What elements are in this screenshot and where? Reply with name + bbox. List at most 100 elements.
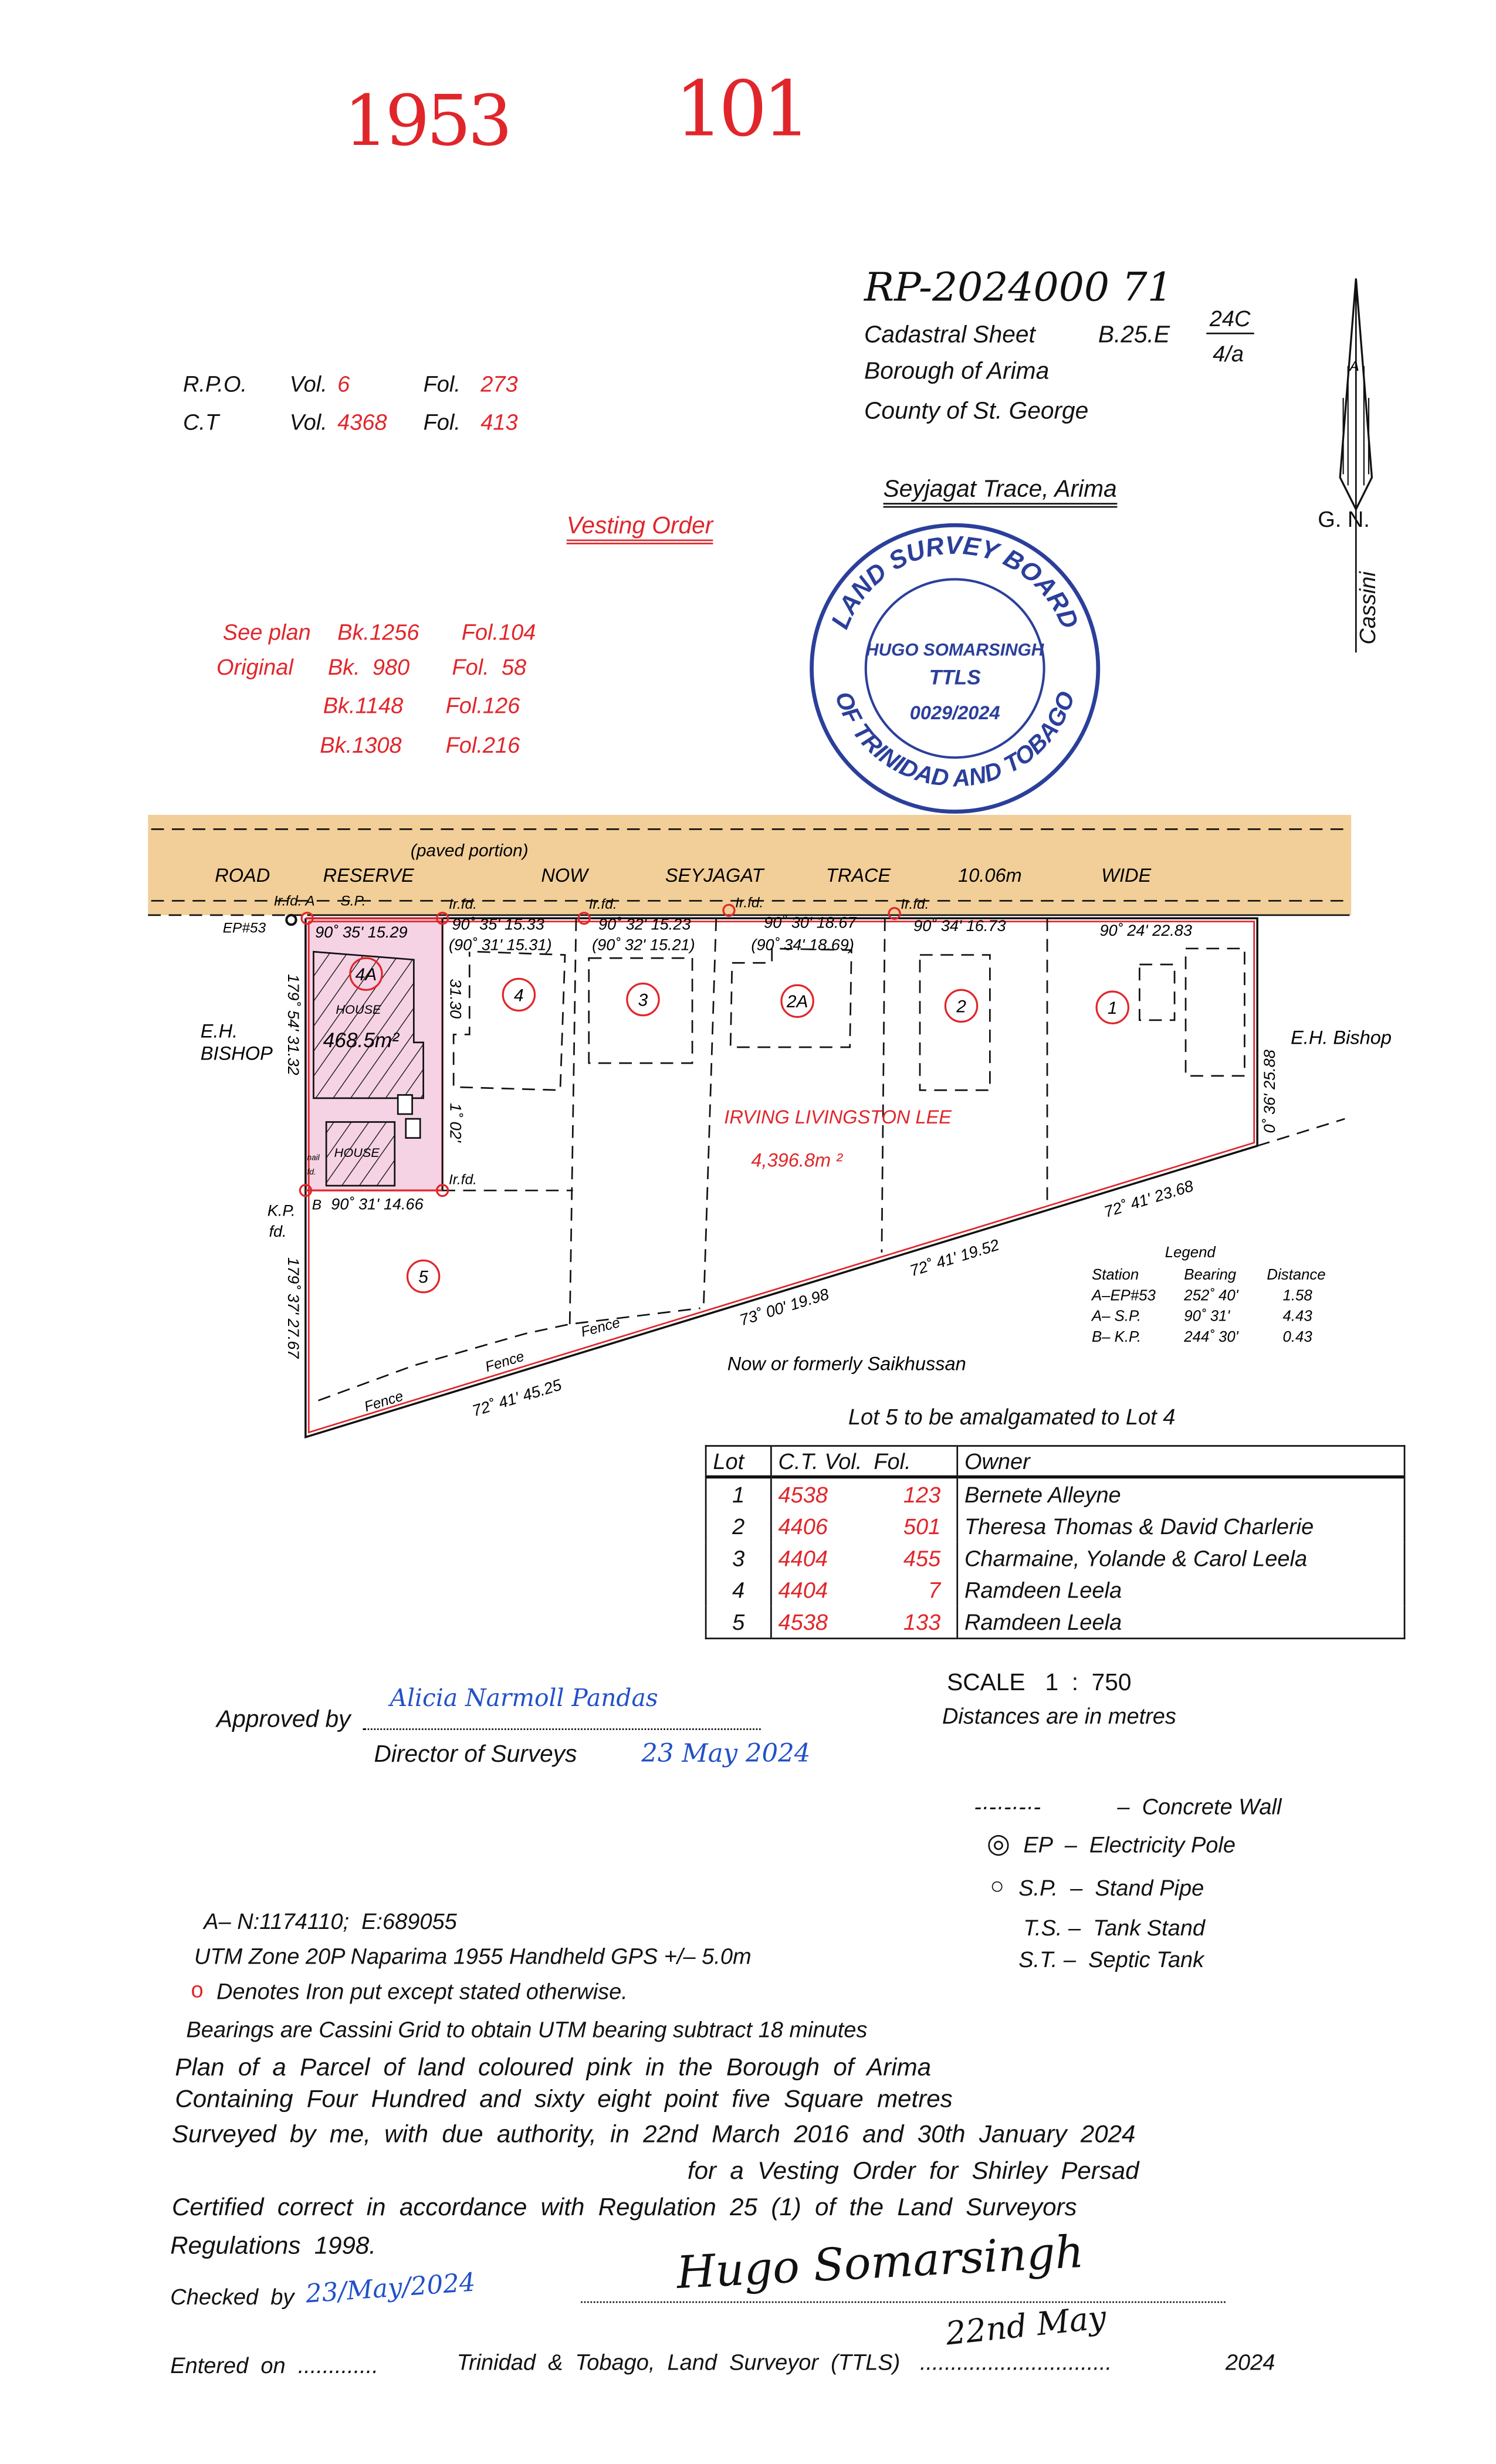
vol-cell: 4406 [778, 1513, 828, 1539]
iron-note: Denotes Iron put except stated otherwise… [216, 1978, 628, 2004]
station-legend-title: Legend [1165, 1244, 1217, 1261]
lot-cell: 2 [706, 1510, 772, 1542]
signature-dotted-line [581, 2292, 1226, 2303]
director-of-surveys-label: Director of Surveys [374, 1741, 577, 1768]
nail-found-label: fd. [307, 1167, 316, 1176]
neighbor-left-1: E.H. [201, 1021, 238, 1042]
owner-cell: Ramdeen Leela [964, 1577, 1122, 1603]
ep53-label: EP#53 [223, 920, 266, 936]
vol-cell: 4404 [778, 1577, 828, 1603]
owner-cell: Ramdeen Leela [964, 1609, 1122, 1635]
iron-found-label-3: Ir.fd. [735, 895, 763, 911]
station-legend-cell: A– S.P. [1091, 1308, 1141, 1325]
scale-label: SCALE 1 : 750 [947, 1669, 1132, 1697]
lot-cell: 5 [706, 1606, 772, 1639]
lot-label-1: 1 [1108, 999, 1118, 1018]
fol-cell: 133 [903, 1609, 941, 1635]
station-legend-cell: 0.43 [1283, 1329, 1313, 1345]
header-fol: Fol. [874, 1448, 911, 1474]
lot-cell: 1 [706, 1477, 772, 1511]
neighbor-right: E.H. Bishop [1291, 1027, 1392, 1048]
neighbor-bottom: Now or formerly Saikhussan [727, 1353, 966, 1375]
land-survey-board-stamp: LAND SURVEY BOARD OF TRINIDAD AND TOBAGO… [810, 523, 1101, 814]
station-legend-cell: B– K.P. [1092, 1329, 1141, 1345]
road-word-wide: WIDE [1101, 865, 1152, 886]
utm-note: UTM Zone 20P Naparima 1955 Handheld GPS … [194, 1943, 752, 1969]
station-legend-cell: 4.43 [1283, 1308, 1313, 1325]
fence-label-1: Fence [363, 1388, 405, 1415]
fol-cell: 123 [903, 1481, 941, 1508]
north-arrow-icon: A [1339, 278, 1373, 653]
ct-label: C.T [182, 409, 219, 435]
electricity-pole-ep53-icon [285, 913, 297, 926]
septic-tank-text: S.T. – Septic Tank [1018, 1946, 1204, 1972]
stand-pipe-label: S.P. [341, 893, 366, 909]
header-owner: Owner [957, 1446, 1405, 1479]
certificate-line-6: Regulations 1998. [170, 2233, 376, 2260]
kp-found-label: fd. [269, 1222, 286, 1240]
road-word-seyjagat: SEYJAGAT [665, 865, 765, 886]
reference-number-handwritten: RP-2024000 71 [864, 264, 1173, 310]
station-legend-cell: 244˚ 30' [1183, 1329, 1238, 1345]
house-label-rear: HOUSE [334, 1145, 380, 1160]
concrete-wall-symbol: -·-·-·-·- [974, 1793, 1041, 1819]
bearing-bottom-1: 72˚ 41' 23.68 [1102, 1176, 1196, 1221]
station-legend-header-bearing: Bearing [1184, 1267, 1236, 1283]
stand-pipe-icon: ○ [990, 1873, 1004, 1901]
road-word-trace: TRACE [826, 865, 892, 886]
stamp-number: 0029/2024 [910, 702, 1000, 723]
bearing-top-2a: 90˚ 30' 18.67 [764, 913, 857, 932]
certificate-line-1: Plan of a Parcel of land coloured pink i… [175, 2055, 932, 2082]
certificate-line-4: for a Vesting Order for Shirley Persad [687, 2158, 1139, 2185]
ref-bk-1308: Bk.1308 [320, 732, 402, 758]
rpo-fol-label: Fol. [423, 371, 461, 397]
director-signature: Alicia Narmoll Pandas [390, 1684, 658, 1712]
station-legend-header-distance: Distance [1267, 1267, 1325, 1283]
north-arrow-letter: A [1348, 358, 1359, 374]
station-legend-header-station: Station [1092, 1267, 1139, 1283]
bearing-right: 0˚ 36' 25.88 [1260, 1050, 1278, 1133]
owner-label-big-parcel: IRVING LIVINGSTON LEE [724, 1106, 952, 1128]
lot-label-2a: 2A [786, 992, 808, 1011]
header-ct: C.T. Vol. Fol. [771, 1446, 959, 1479]
ct-vol: 4368 [337, 409, 387, 435]
cadastral-sheet-label: Cadastral Sheet [864, 321, 1035, 349]
distances-units-note: Distances are in metres [942, 1703, 1176, 1729]
ttls-dotted-line: ............................... [919, 2349, 1112, 2375]
lot-cell: 4 [706, 1573, 772, 1606]
original-prefix: Original [216, 654, 293, 680]
station-b-label: B [312, 1197, 321, 1213]
fol-cell: 501 [903, 1513, 941, 1539]
county: County of St. George [864, 398, 1089, 425]
iron-found-label-2: Ir.fd. [589, 896, 617, 912]
certificate-line-3: Surveyed by me, with due authority, in 2… [171, 2121, 1136, 2149]
stand-pipe-text: S.P. – Stand Pipe [1018, 1874, 1204, 1901]
bearing-top-4-old: (90˚ 31' 15.31) [449, 936, 551, 954]
iron-found-label-1: Ir.fd. [449, 896, 477, 912]
septic-tank-2 [405, 1118, 421, 1139]
lot-label-4a: 4A [356, 965, 377, 984]
stamp-title: TTLS [929, 666, 981, 689]
ct-fol-label: Fol. [423, 409, 461, 435]
bearings-note: Bearings are Cassini Grid to obtain UTM … [186, 2016, 868, 2042]
borough: Borough of Arima [864, 358, 1050, 385]
vol-cell: 4404 [778, 1545, 828, 1571]
station-legend-cell: 252˚ 40' [1183, 1287, 1238, 1304]
red-boundary [307, 920, 1255, 1434]
sheet-fraction-bottom: 4/a [1213, 340, 1244, 366]
iron-found-label-4: Ir.fd. [901, 896, 929, 912]
cadastral-sheet-value: B.25.E [1098, 321, 1170, 349]
bearing-top-3-old: (90˚ 32' 15.21) [592, 936, 695, 954]
electricity-pole-text: EP – Electricity Pole [1023, 1832, 1236, 1857]
road-width: 10.06m [958, 865, 1022, 886]
header-vol: C.T. Vol. [778, 1448, 862, 1474]
area-big-parcel: 4,396.8m ² [751, 1149, 843, 1170]
